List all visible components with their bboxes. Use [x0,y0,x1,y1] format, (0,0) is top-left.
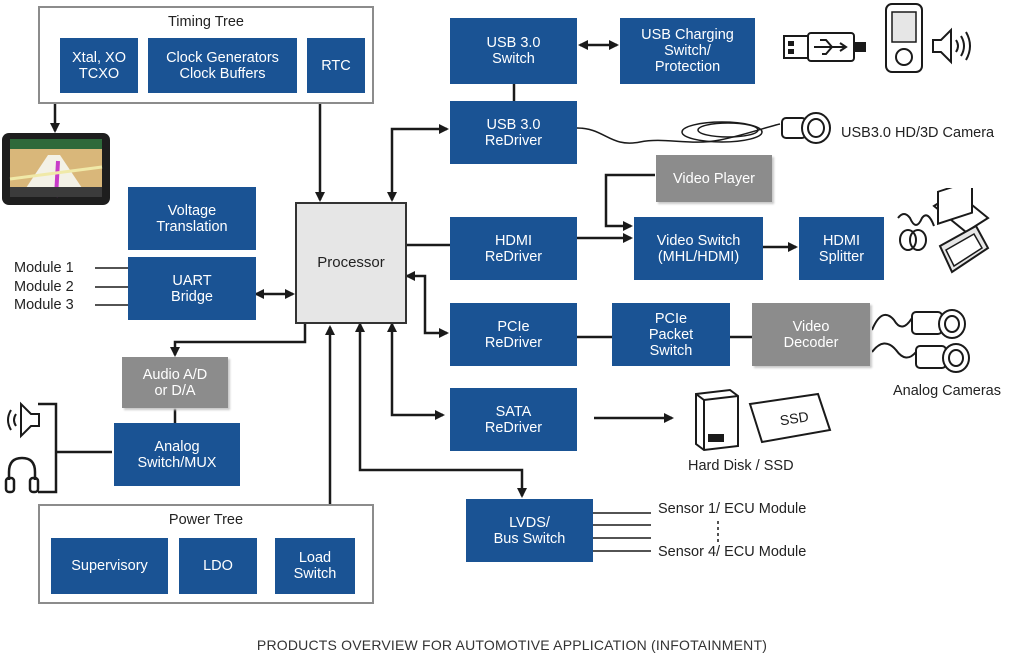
lvds-bus-switch-block: LVDS/ Bus Switch [466,499,593,562]
hard-disk-icon [695,388,739,452]
load-switch-block: Load Switch [275,538,355,594]
sensor-4-label: Sensor 4/ ECU Module [658,544,807,560]
display-screens-icon [897,188,990,274]
connector-player-videoswitch [604,173,655,231]
ldo-block: LDO [179,538,257,594]
media-player-icon [885,3,923,73]
rtc-block: RTC [307,38,365,93]
bracket-audio-devices [38,402,58,494]
timing-tree-group: Timing Tree [38,6,374,104]
audio-ad-block: Audio A/D or D/A [122,357,228,408]
analog-switch-block: Analog Switch/MUX [114,423,240,486]
sata-redriver-block: SATA ReDriver [450,388,577,451]
connector-processor-usb [387,124,449,202]
hdmi-splitter-block: HDMI Splitter [799,217,884,280]
power-tree-title: Power Tree [168,512,244,528]
usb-redriver-block: USB 3.0 ReDriver [450,101,577,164]
video-decoder-block: Video Decoder [752,303,870,366]
diagram-caption: PRODUCTS OVERVIEW FOR AUTOMOTIVE APPLICA… [256,637,768,653]
uart-bridge-block: UART Bridge [128,257,256,320]
speaker-left-icon [7,401,40,439]
usb-connector-icon [783,32,866,62]
speaker-icon [932,27,971,65]
connectors [38,40,798,504]
camera-cable-loop-2 [697,122,759,138]
analog-camera-icon [872,309,970,373]
connector-processor-pcie [405,271,449,338]
pcie-redriver-block: PCIe ReDriver [450,303,577,366]
video-player-block: Video Player [656,155,772,202]
usb-camera-cable [576,123,781,144]
power-tree-group: Power Tree [38,504,374,604]
sensor-1-label: Sensor 1/ ECU Module [658,501,807,517]
video-switch-block: Video Switch (MHL/HDMI) [634,217,763,280]
hard-disk-label: Hard Disk / SSD [688,458,794,474]
camera-cable-loop [681,121,763,143]
gps-navigation-icon [2,133,110,205]
pcie-packet-switch-block: PCIe Packet Switch [612,303,730,366]
module-2-label: Module 2 [14,279,74,295]
clock-generators-block: Clock Generators Clock Buffers [148,38,297,93]
connector-processor-sata [387,322,445,420]
module-lines [95,121,781,552]
supervisory-block: Supervisory [51,538,168,594]
voltage-translation-block: Voltage Translation [128,187,256,250]
module-1-label: Module 1 [14,260,74,276]
hdmi-redriver-block: HDMI ReDriver [450,217,577,280]
xtal-block: Xtal, XO TCXO [60,38,138,93]
analog-cameras-label: Analog Cameras [893,383,1001,399]
headphones-icon [4,456,40,494]
usb-switch-block: USB 3.0 Switch [450,18,577,84]
camera-icon [781,112,831,144]
ssd-icon: SSD [748,392,832,444]
connector-processor-audio [170,324,307,357]
connector-processor-lvds [355,322,527,498]
usb-charging-block: USB Charging Switch/ Protection [620,18,755,84]
ssd-text: SSD [779,408,810,428]
processor-block: Processor [295,202,407,324]
timing-tree-title: Timing Tree [167,14,244,30]
camera-label: USB3.0 HD/3D Camera [841,125,995,141]
module-3-label: Module 3 [14,297,74,313]
